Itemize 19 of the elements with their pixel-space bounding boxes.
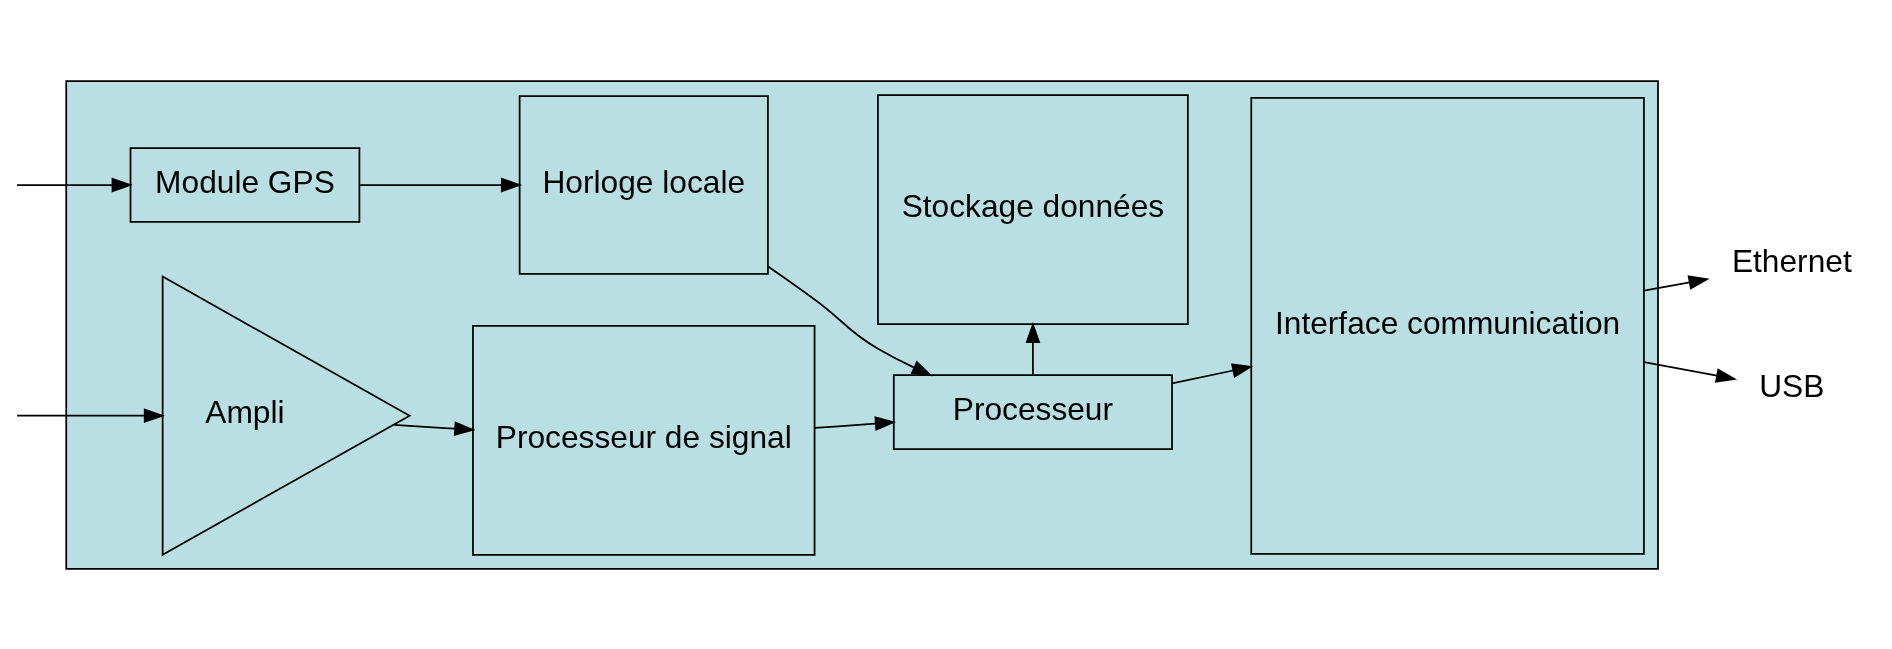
arrow bbox=[16, 177, 133, 192]
arrow bbox=[813, 415, 897, 431]
arrow bbox=[767, 265, 933, 376]
arrow bbox=[1025, 321, 1041, 376]
arrow bbox=[358, 177, 523, 192]
arrow bbox=[1643, 274, 1710, 292]
node-box: Horloge locale bbox=[518, 94, 769, 275]
node-box: Processeur de signal bbox=[472, 324, 816, 556]
arrow bbox=[1171, 362, 1254, 384]
node-box: Module GPS bbox=[129, 146, 361, 223]
node-box: Interface communication bbox=[1250, 96, 1645, 555]
node-text: USB bbox=[1759, 367, 1825, 404]
arrow bbox=[1643, 360, 1738, 383]
arrow bbox=[393, 420, 476, 436]
node-box: Stockage données bbox=[877, 93, 1189, 325]
node-box: Processeur bbox=[892, 373, 1173, 450]
arrow bbox=[16, 407, 165, 423]
cluster bbox=[65, 79, 1659, 570]
node-text: Ethernet bbox=[1731, 242, 1852, 279]
